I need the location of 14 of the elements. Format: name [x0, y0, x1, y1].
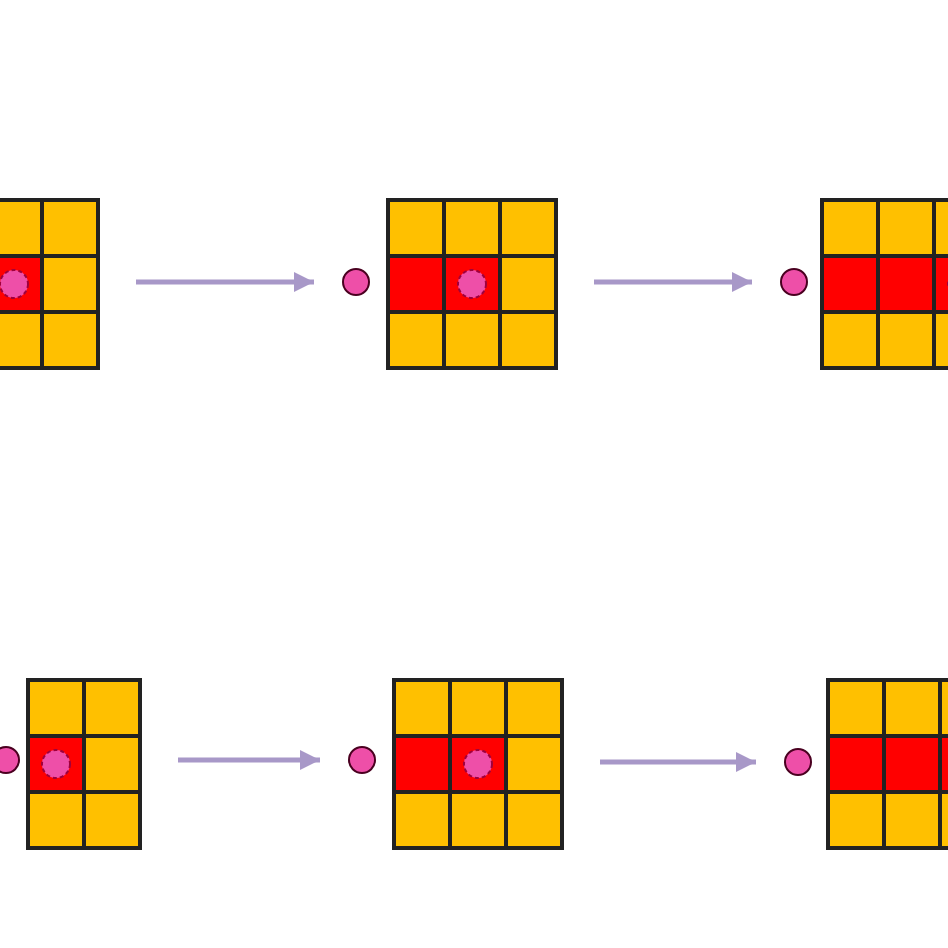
circle-marker: [784, 748, 812, 776]
arrow: [136, 272, 314, 292]
grid-drawing: [826, 678, 948, 850]
circle-marker: [342, 268, 370, 296]
arrow: [600, 752, 756, 772]
grid-drawing: [820, 198, 948, 370]
arrow: [178, 750, 320, 770]
arrow: [594, 272, 752, 292]
circle-marker: [348, 746, 376, 774]
circle-marker: [0, 746, 20, 774]
grid-drawing: [392, 678, 564, 850]
grid-drawing: [386, 198, 558, 370]
grid-drawing: [26, 678, 142, 850]
circle-marker: [780, 268, 808, 296]
